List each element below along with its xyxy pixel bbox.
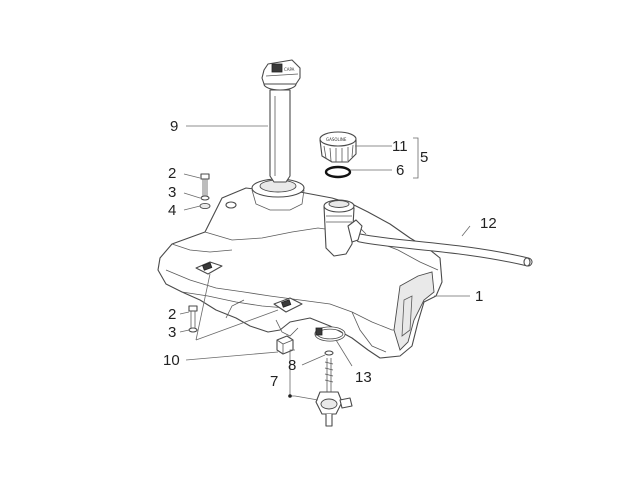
callout-11: 11 — [392, 138, 408, 155]
bolt-upper — [199, 173, 211, 210]
fuel-level-sender: CAPA — [261, 59, 301, 183]
callout-2-lower: 2 — [168, 306, 176, 323]
o-ring — [324, 165, 352, 179]
callout-5: 5 — [420, 149, 428, 166]
callout-12: 12 — [480, 215, 497, 232]
callout-3-lower: 3 — [168, 324, 176, 341]
callout-3-upper: 3 — [168, 184, 176, 201]
callout-8: 8 — [288, 357, 296, 374]
callout-7: 7 — [270, 373, 278, 390]
callout-9: 9 — [170, 118, 178, 135]
fuel-tap — [315, 350, 353, 427]
cap-label: GASOLINE — [326, 137, 347, 142]
callout-2-upper: 2 — [168, 165, 176, 182]
callout-4: 4 — [168, 202, 176, 219]
hose-clamp — [314, 326, 346, 342]
callout-13: 13 — [355, 369, 372, 386]
filler-neck — [323, 199, 367, 257]
mounting-block — [276, 335, 294, 355]
svg-text:CAPA: CAPA — [284, 67, 295, 72]
breather-hose — [347, 219, 533, 267]
bolt-lower — [188, 305, 198, 333]
callout-1: 1 — [475, 288, 483, 305]
leader-lines — [179, 125, 471, 401]
fuel-tank — [157, 178, 443, 359]
callout-6: 6 — [396, 162, 404, 179]
fuel-cap: GASOLINE — [319, 131, 357, 163]
callout-10: 10 — [163, 352, 180, 369]
